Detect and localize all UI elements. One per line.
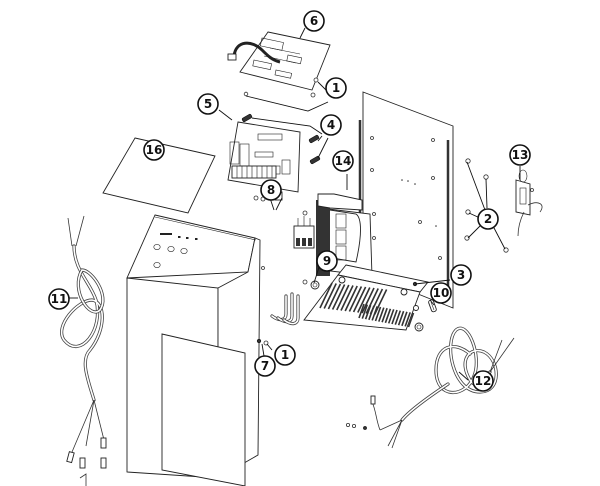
transformer-terminals <box>293 216 315 249</box>
grille-slat <box>391 309 398 325</box>
callout-label: 10 <box>433 286 450 300</box>
callout-2: 2 <box>477 208 499 230</box>
grille-slat <box>407 312 415 328</box>
mounting-back-panel <box>358 91 454 309</box>
callout-1-top: 1 <box>325 77 347 99</box>
grille-slat <box>368 305 375 321</box>
base-plate <box>303 264 429 331</box>
callout-5: 5 <box>197 93 219 115</box>
grille-slat <box>371 306 378 321</box>
grille-slat <box>381 307 388 323</box>
input-cord <box>60 215 107 486</box>
switch-bracket-assembly <box>515 169 543 237</box>
panel-holes <box>370 136 442 260</box>
terminal-strip <box>231 165 277 179</box>
grille-slat <box>361 287 375 314</box>
callout-label: 3 <box>457 268 465 282</box>
jumper-wires <box>270 292 300 326</box>
grille-slat <box>384 308 392 324</box>
callout-label: 12 <box>475 374 492 388</box>
grille-slat <box>327 283 342 310</box>
grille-slat <box>365 288 379 314</box>
callout-label: 2 <box>484 212 492 226</box>
grille-slat <box>394 310 402 325</box>
main-control-board <box>227 114 321 202</box>
grille-slat <box>387 309 395 324</box>
grille-slat <box>348 286 363 312</box>
grille-slat <box>358 303 365 319</box>
upper-control-board <box>227 31 331 98</box>
output-cord <box>345 326 515 449</box>
grille-slat <box>357 287 371 313</box>
grille-slat <box>336 284 350 311</box>
grille-slat <box>397 310 405 326</box>
callout-14: 14 <box>332 150 354 172</box>
callout-16: 16 <box>143 139 165 161</box>
grille-slat <box>401 311 408 327</box>
grille-slat <box>331 284 346 310</box>
callout-12: 12 <box>472 370 494 392</box>
callout-6: 6 <box>303 10 325 32</box>
grille-slat <box>364 304 372 320</box>
callout-9: 9 <box>316 250 338 272</box>
grille-slat <box>319 282 333 309</box>
callout-7: 7 <box>254 355 276 377</box>
board-spacers <box>241 114 321 164</box>
grille-slat <box>344 285 358 312</box>
callout-label: 8 <box>267 183 275 197</box>
callout-label: 13 <box>512 148 529 162</box>
callout-label: 16 <box>146 143 163 157</box>
callout-label: 7 <box>261 359 269 373</box>
callout-1-bottom: 1 <box>274 344 296 366</box>
callout-label: 4 <box>327 118 335 132</box>
grille-slat <box>340 285 354 311</box>
callout-4: 4 <box>320 114 342 136</box>
grille-slat <box>361 304 369 319</box>
grille-slat <box>404 312 411 327</box>
callout-label: 1 <box>332 81 340 95</box>
grille-slat <box>378 307 385 322</box>
strain-relief-bushing <box>310 280 424 332</box>
callout-label: 14 <box>335 154 352 168</box>
callout-3: 3 <box>450 264 472 286</box>
callout-label: 5 <box>204 97 212 111</box>
ventilation-grille <box>319 282 415 328</box>
control-panel-indicators <box>153 233 198 268</box>
callout-label: 9 <box>323 254 331 268</box>
callout-11: 11 <box>48 288 70 310</box>
grille-slat <box>352 286 367 313</box>
top-label-panel <box>102 137 216 214</box>
callout-label: 1 <box>281 348 289 362</box>
callout-10: 10 <box>430 282 452 304</box>
callout-13: 13 <box>509 144 531 166</box>
grille-slat <box>323 283 337 309</box>
callout-label: 6 <box>310 14 318 28</box>
callout-label: 11 <box>51 292 68 306</box>
callout-8: 8 <box>260 179 282 201</box>
grille-slat <box>374 306 382 322</box>
front-cover-panel <box>161 333 246 486</box>
